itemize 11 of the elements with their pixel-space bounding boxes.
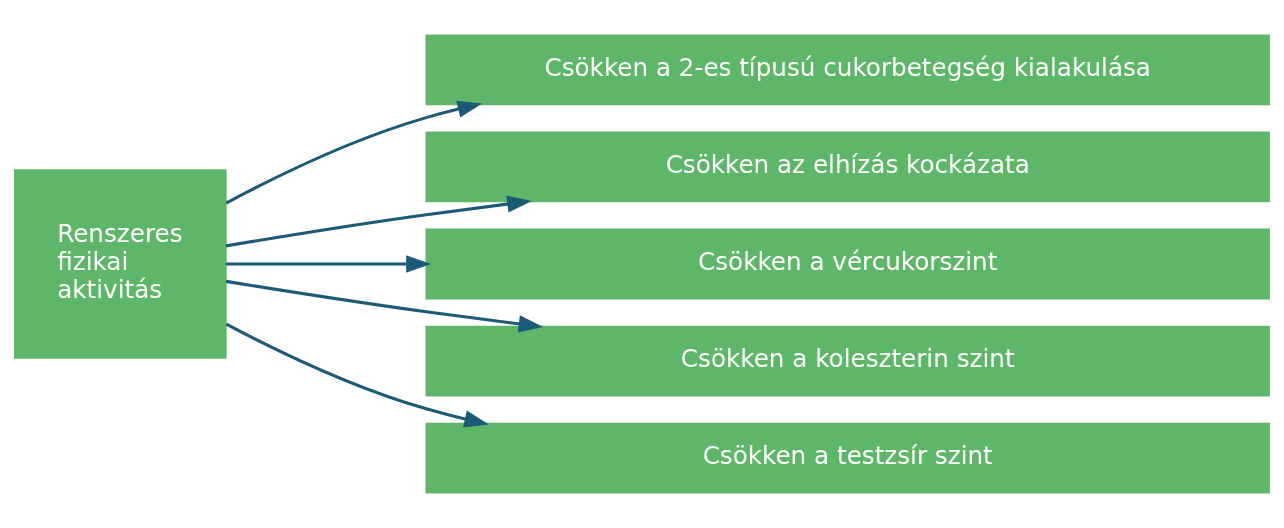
arrow (225, 195, 532, 248)
node-box: Csökken az elhízás kockázata (425, 131, 1270, 203)
node-box: Csökken a testzsír szint (425, 422, 1270, 494)
arrow (225, 100, 483, 205)
arrow (225, 279, 544, 333)
node-box: Renszeres fizikai aktivitás (14, 169, 227, 359)
arrow (226, 255, 431, 273)
node-box: Csökken a koleszterin szint (425, 325, 1270, 397)
node-box: Csökken a vércukorszint (425, 228, 1270, 300)
node-box: Csökken a 2-es típusú cukorbetegség kialakulása (425, 34, 1270, 106)
arrow (225, 322, 489, 428)
